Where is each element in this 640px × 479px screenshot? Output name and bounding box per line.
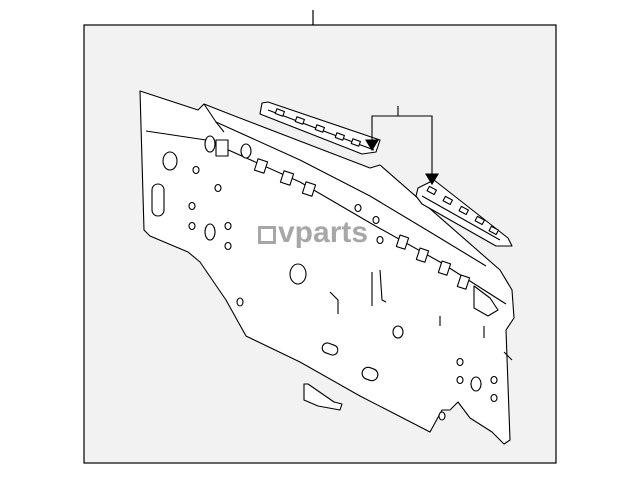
callout-arrows [365, 106, 439, 186]
small-bracket [303, 383, 343, 411]
arrow-head-left [365, 139, 379, 152]
watermark-logo-icon [258, 226, 276, 244]
upper-reinforcement-left [259, 101, 381, 155]
upper-reinforcement-right [415, 179, 513, 247]
callout-bracket [371, 115, 433, 176]
watermark-text: vparts [278, 216, 369, 249]
rear-panel-assembly [139, 90, 515, 445]
watermark: vparts [258, 216, 368, 250]
arrow-head-right [425, 173, 439, 186]
